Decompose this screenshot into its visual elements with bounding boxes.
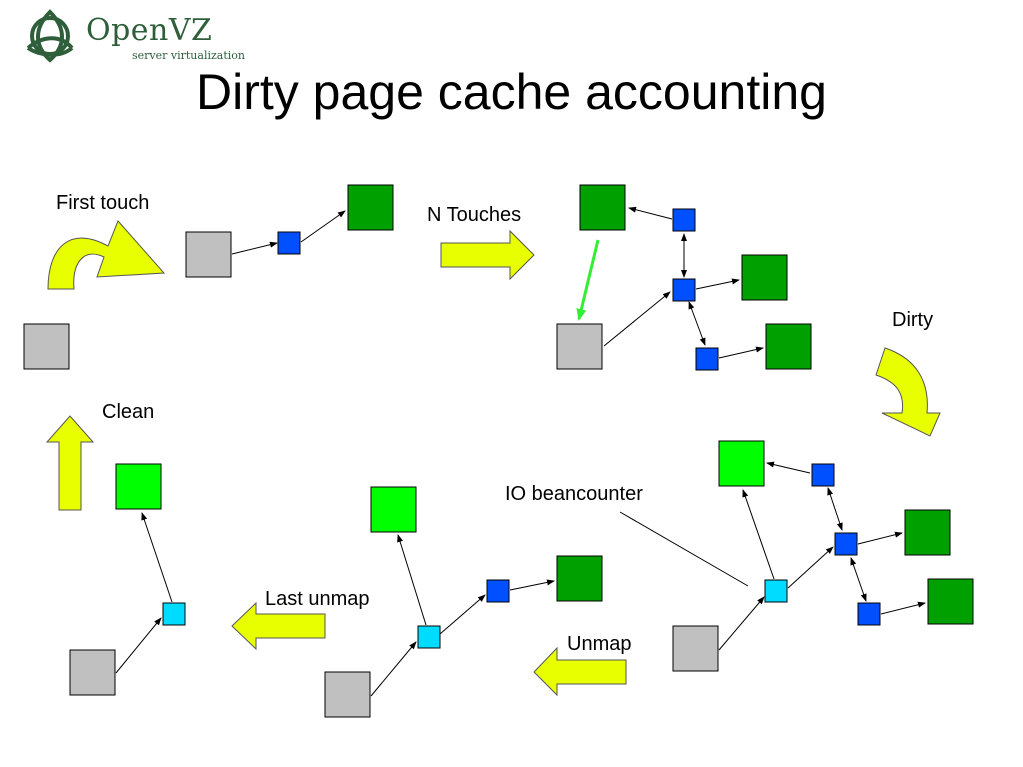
counter-box-blue	[672, 278, 696, 302]
page-box-dark-green	[927, 578, 974, 625]
label-dirty: Dirty	[892, 309, 934, 331]
page-box-gray	[556, 323, 603, 370]
counter-box-blue	[486, 579, 510, 603]
logo-tagline: server virtualization	[132, 49, 245, 62]
page-box-gray	[23, 323, 70, 370]
io-beancounter-box	[417, 625, 441, 649]
transition-arrows	[45, 220, 941, 697]
counter-box-blue	[672, 208, 696, 232]
celtic-knot-icon	[26, 9, 74, 63]
page-box-dark-green	[579, 184, 626, 231]
page-box-gray	[185, 231, 232, 278]
page-title: Dirty page cache accounting	[196, 64, 827, 120]
label-first-touch: First touch	[56, 192, 150, 214]
label-unmap: Unmap	[567, 633, 632, 655]
unmap-arrow	[533, 646, 627, 697]
openvz-logo: OpenVZ server virtualization	[20, 6, 250, 68]
first-touch-arrow	[47, 220, 166, 290]
page-box-gray	[69, 649, 116, 696]
counter-box-blue	[695, 347, 719, 371]
counter-box-blue	[277, 231, 301, 255]
label-io-beancounter: IO beancounter	[505, 483, 643, 505]
counter-box-blue	[811, 463, 835, 487]
page-box-light-green	[718, 440, 765, 487]
dirty-arrow	[875, 347, 941, 437]
label-last-unmap: Last unmap	[265, 588, 370, 610]
page-box-dark-green	[347, 184, 394, 231]
n-touches-arrow	[440, 229, 535, 281]
page-box-gray	[324, 671, 371, 718]
io-beancounter-box	[764, 579, 788, 603]
label-n-touches: N Touches	[427, 204, 522, 226]
page-box-dark-green	[904, 509, 951, 556]
counter-box-blue	[834, 532, 858, 556]
page-box-light-green	[370, 486, 417, 533]
page-box-dark-green	[765, 323, 812, 370]
io-beancounter-box	[162, 602, 186, 626]
page-box-dark-green	[741, 254, 788, 301]
connector-lines	[115, 206, 926, 697]
page-box-dark-green	[556, 555, 603, 602]
logo-name: OpenVZ	[86, 13, 213, 48]
clean-arrow	[45, 415, 95, 511]
page-boxes	[23, 184, 974, 718]
counter-box-blue	[857, 602, 881, 626]
page-box-light-green	[115, 463, 162, 510]
page-box-gray	[672, 625, 719, 672]
last-unmap-arrow	[231, 601, 326, 651]
label-clean: Clean	[102, 401, 155, 423]
